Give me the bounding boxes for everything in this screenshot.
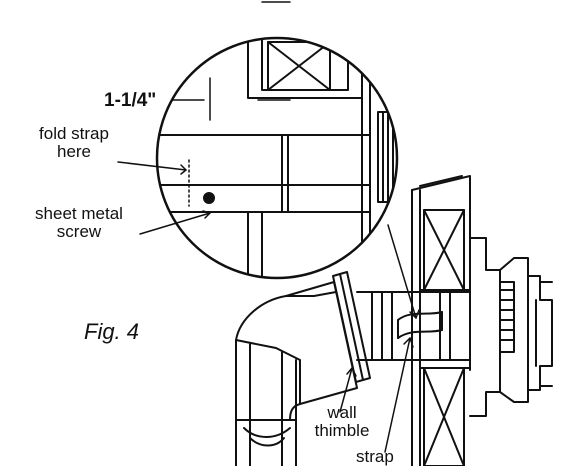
wall-thimble-label: wall thimble (314, 403, 370, 440)
dimension-label: 1-1/4" (104, 90, 157, 111)
horizontal-pipe (356, 291, 471, 361)
detail-magnifier (155, 36, 399, 280)
strap-label: strap (356, 447, 394, 466)
figure-caption: Fig. 4 (84, 319, 140, 344)
wall-section (411, 175, 471, 467)
vent-terminal (469, 237, 553, 417)
fold-strap-label: fold strap here (39, 124, 109, 161)
screw-dot (203, 192, 215, 204)
elbow-pipe (235, 281, 358, 467)
sheet-metal-screw-label: sheet metal screw (35, 204, 123, 241)
strap-band (397, 311, 443, 339)
